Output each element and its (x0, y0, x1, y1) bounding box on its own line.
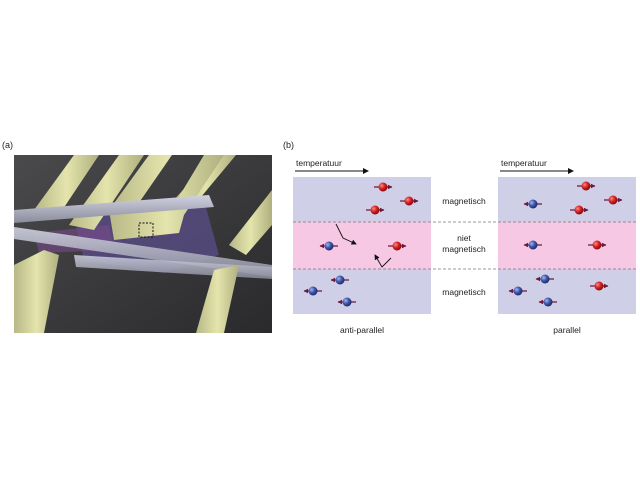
scatter-path-arrow (335, 223, 357, 245)
electron-blue (303, 286, 322, 296)
electron-red (588, 240, 607, 250)
sem-device-image (14, 155, 272, 333)
panel-b-label: (b) (283, 140, 294, 150)
gold-finger-4 (229, 190, 272, 255)
right-temperature-label: temperatuur (501, 158, 547, 168)
electron-red (590, 281, 609, 291)
electron-red (374, 182, 393, 192)
panel-a-label: (a) (2, 140, 13, 150)
electron-blue (508, 286, 527, 296)
electron-blue (523, 199, 542, 209)
electron-blue (535, 274, 554, 284)
electron-red (604, 195, 623, 205)
caption-parallel: parallel (553, 325, 581, 335)
gold-finger-1 (34, 155, 99, 215)
electron-red (577, 181, 596, 191)
left-temperature-label: temperatuur (296, 158, 342, 168)
layer-label-middle-1: niet (457, 233, 471, 243)
electron-red (366, 205, 385, 215)
region-marker (138, 222, 154, 238)
electron-blue (319, 241, 338, 251)
electron-blue (337, 297, 356, 307)
electron-red (400, 196, 419, 206)
electron-blue (538, 297, 557, 307)
electron-blue (330, 275, 349, 285)
electron-blue (523, 240, 542, 250)
silver-wire-top (14, 195, 214, 223)
gold-u-contact (109, 155, 224, 240)
gold-pad-left (14, 250, 59, 333)
layer-label-top: magnetisch (442, 196, 486, 206)
scatter-path-arrow (374, 254, 392, 268)
layer-label-middle-2: magnetisch (442, 244, 486, 254)
caption-anti-parallel: anti-parallel (340, 325, 384, 335)
layer-label-bottom: magnetisch (442, 287, 486, 297)
gold-pad-right (196, 265, 239, 333)
left-nonmagnetic-layer (293, 222, 431, 269)
spin-valve-diagram: temperatuur temperatuur magnetisch niet … (293, 158, 636, 335)
electron-red (388, 241, 407, 251)
electron-red (570, 205, 589, 215)
right-nonmagnetic-layer (498, 222, 636, 269)
